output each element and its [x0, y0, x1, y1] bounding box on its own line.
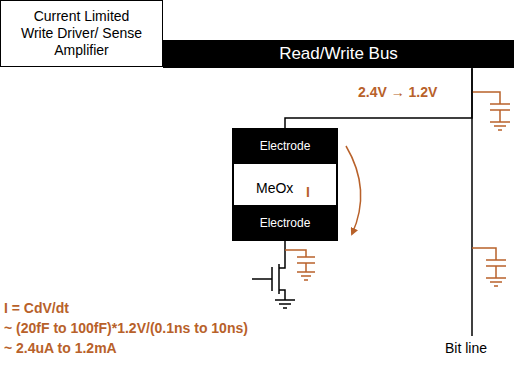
voltage-swing: 2.4V → 1.2V [358, 84, 437, 100]
node-text: Current Limited Write Driver/ Sense Ampl… [18, 8, 146, 58]
current-arrow-side [346, 146, 361, 234]
electrode-bottom: Electrode [232, 205, 338, 241]
bus-to-cell-wire [285, 68, 472, 128]
node-text: Read/Write Bus [279, 44, 398, 64]
formula-text: ~ 2.4uA to 1.2mA [4, 340, 117, 356]
node-capacitor [285, 250, 315, 280]
node-text: Electrode [260, 216, 311, 230]
bitline-capacitor [472, 248, 506, 286]
electrode-top: Electrode [232, 128, 338, 164]
current-symbol: I [306, 184, 310, 200]
bus-capacitor [472, 92, 510, 130]
node-text: Electrode [260, 139, 311, 153]
bus-bar: Read/Write Bus [163, 40, 514, 68]
node-text: MeOx [256, 180, 293, 197]
oxide-layer: MeOx [232, 164, 338, 205]
formula-text: I = CdV/dt [4, 300, 69, 316]
formula-text: ~ (20fF to 100fF)*1.2V/(0.1ns to 10ns) [4, 320, 248, 336]
bit-line-label: Bit line [445, 340, 487, 356]
driver-box: Current Limited Write Driver/ Sense Ampl… [0, 0, 163, 67]
